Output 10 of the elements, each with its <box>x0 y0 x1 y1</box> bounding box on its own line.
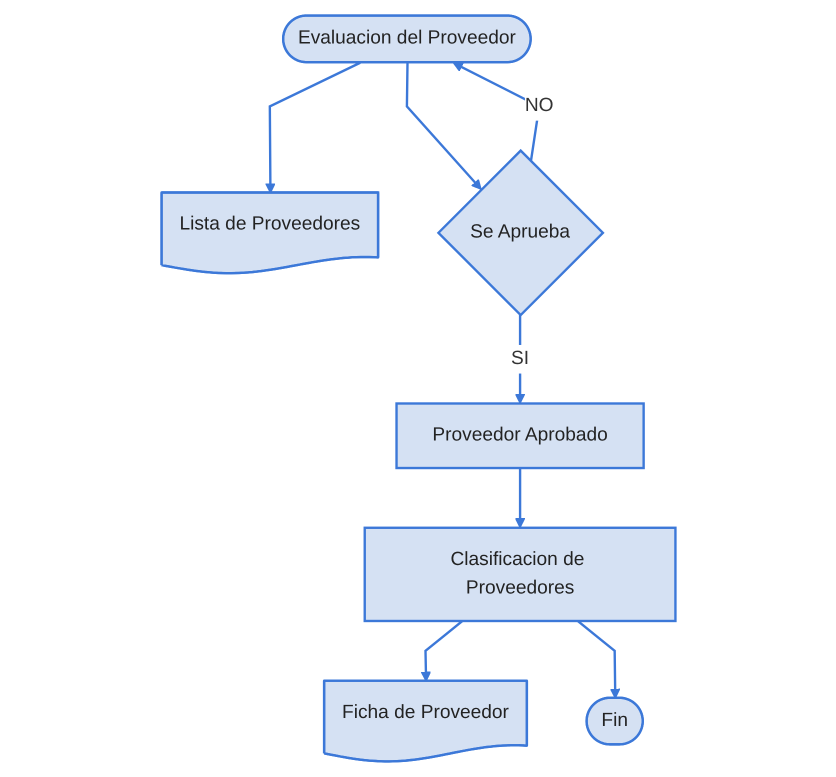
node-diamond: Se Aprueba <box>436 148 604 317</box>
edge-label: SI <box>510 348 529 369</box>
arrow <box>420 620 463 682</box>
arrow <box>264 62 360 194</box>
node-box: Clasificacion de Proveedores <box>363 526 676 622</box>
edge-label: NO <box>524 96 554 116</box>
arrow <box>576 620 620 699</box>
node-box: Proveedor Aprobado <box>394 402 644 470</box>
arrow <box>514 468 525 528</box>
arrow <box>405 62 482 190</box>
